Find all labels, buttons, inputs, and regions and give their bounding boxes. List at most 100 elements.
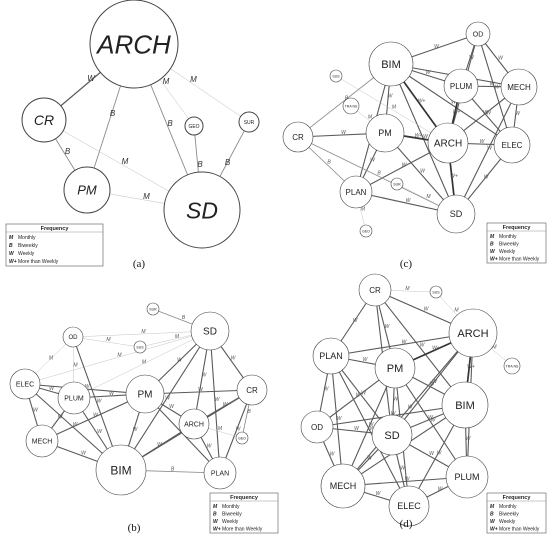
edge-frequency-label: W	[437, 451, 443, 457]
edge-frequency-label: W	[434, 44, 440, 50]
edge-frequency-label: W	[165, 396, 171, 402]
panel-label-d: (d)	[400, 518, 413, 530]
legend-label: More than Weekly	[499, 257, 540, 263]
edge-frequency-label: W	[426, 70, 432, 76]
edge-frequency-label: W	[466, 436, 472, 442]
edge-frequency-label: W	[367, 456, 373, 462]
node-circle	[374, 347, 416, 389]
node-trans: TRA NS	[503, 357, 521, 375]
node-bim: BIM	[95, 444, 147, 496]
node-geo: GEO	[359, 224, 373, 238]
edge-frequency-label: W	[157, 442, 163, 448]
edge-frequency-label: W	[483, 110, 489, 116]
node-label: SUR	[149, 307, 157, 311]
legend-code: M	[490, 234, 495, 240]
edge-frequency-label: M	[122, 157, 129, 166]
node-arch: ARCH	[178, 408, 210, 440]
edge-frequency-label: W	[133, 427, 139, 433]
node-label: BIM	[455, 400, 475, 412]
node-label: SUR	[393, 182, 401, 186]
node-pm: PM	[63, 166, 111, 214]
node-label: OD	[69, 335, 79, 341]
legend-label: Weekly	[222, 519, 239, 525]
legend-label: Biweekly	[499, 242, 519, 248]
edge-frequency-label: M	[142, 360, 147, 366]
node-sus: SUS	[329, 69, 343, 83]
edge-frequency-label: W	[385, 324, 391, 330]
edge-frequency-label: W	[354, 426, 360, 432]
edge-frequency-label: M	[190, 75, 197, 84]
edge-frequency-label: B	[225, 158, 231, 167]
node-label: BIM	[110, 463, 131, 477]
node-sd: SD	[436, 194, 476, 234]
node-circle	[365, 113, 405, 153]
edge-frequency-label: W	[215, 397, 221, 403]
edge-frequency-label: M	[454, 308, 459, 314]
edge-frequency-label: W	[431, 418, 437, 424]
edge-frequency-label: W	[49, 386, 55, 392]
edge-cr-bim	[374, 289, 466, 406]
node-label: PLAN	[319, 351, 343, 361]
node-geo: GEO	[235, 431, 249, 445]
edge-frequency-label: W	[198, 387, 204, 393]
legend-code: W	[490, 249, 496, 255]
edge-frequency-label: W	[81, 451, 87, 457]
legend-code: W	[490, 519, 496, 525]
edge-frequency-label: W	[363, 357, 369, 363]
edge-frequency-label: W	[388, 94, 394, 100]
node-label: SD	[450, 209, 463, 219]
panel-label-b: (b)	[128, 522, 141, 534]
edge-frequency-label: W	[487, 146, 493, 152]
legend-label: Monthly	[499, 234, 517, 240]
node-circle	[21, 97, 67, 143]
edge-frequency-label: W	[405, 477, 411, 483]
edge-frequency-label: B	[247, 409, 251, 415]
edge-frequency-label: W+	[450, 174, 458, 180]
node-label: PLUM	[454, 472, 479, 482]
node-circle	[163, 171, 241, 249]
node-label: CR	[292, 133, 304, 142]
panel-c-legend: Frequency M Monthly B Biweekly W Weekly …	[486, 222, 547, 264]
edge-frequency-label: W	[361, 391, 367, 397]
edge-frequency-label: W	[408, 405, 414, 411]
edge-sd-od	[72, 330, 211, 338]
node-plan: PLAN	[339, 175, 373, 209]
edge-frequency-label: M	[218, 426, 223, 432]
node-circle	[329, 69, 343, 83]
legend-code: M	[213, 504, 218, 510]
edge-frequency-label: W	[400, 466, 406, 472]
node-label: SD	[384, 430, 399, 442]
node-circle	[339, 175, 373, 209]
legend-code: B	[490, 512, 494, 518]
edge-frequency-label: M	[492, 345, 497, 351]
node-label: SUR	[244, 120, 255, 126]
node-label: ARCH	[184, 422, 204, 429]
node-circle	[465, 21, 491, 47]
node-sur: SUR	[390, 177, 404, 191]
node-circle	[62, 326, 84, 348]
node-od: OD	[300, 410, 334, 444]
node-sd: SD	[190, 311, 230, 351]
edge-sd-plan	[209, 330, 221, 474]
legend-label: More than Weekly	[499, 527, 540, 533]
edge-frequency-label: W	[330, 452, 336, 458]
node-sd: SD	[163, 171, 241, 249]
node-circle	[441, 381, 489, 429]
node-sus: SUS	[429, 285, 443, 299]
edge-frequency-label: M	[117, 353, 122, 359]
edge-frequency-label: W	[515, 111, 521, 117]
node-label: ARCH	[457, 328, 488, 340]
edge-frequency-label: W	[406, 198, 412, 204]
node-circle	[133, 340, 147, 354]
edge-frequency-label: W	[93, 413, 99, 419]
node-label: ELEC	[502, 141, 523, 150]
edge-frequency-label: M	[49, 356, 54, 362]
edge-frequency-label: W	[369, 422, 375, 428]
legend-label: Biweekly	[499, 512, 519, 518]
node-label: PLAN	[211, 471, 229, 478]
node-bim: BIM	[368, 41, 414, 87]
edge-frequency-label: W+	[418, 99, 426, 105]
node-cr: CR	[236, 374, 268, 406]
edge-frequency-label: W	[376, 491, 382, 497]
